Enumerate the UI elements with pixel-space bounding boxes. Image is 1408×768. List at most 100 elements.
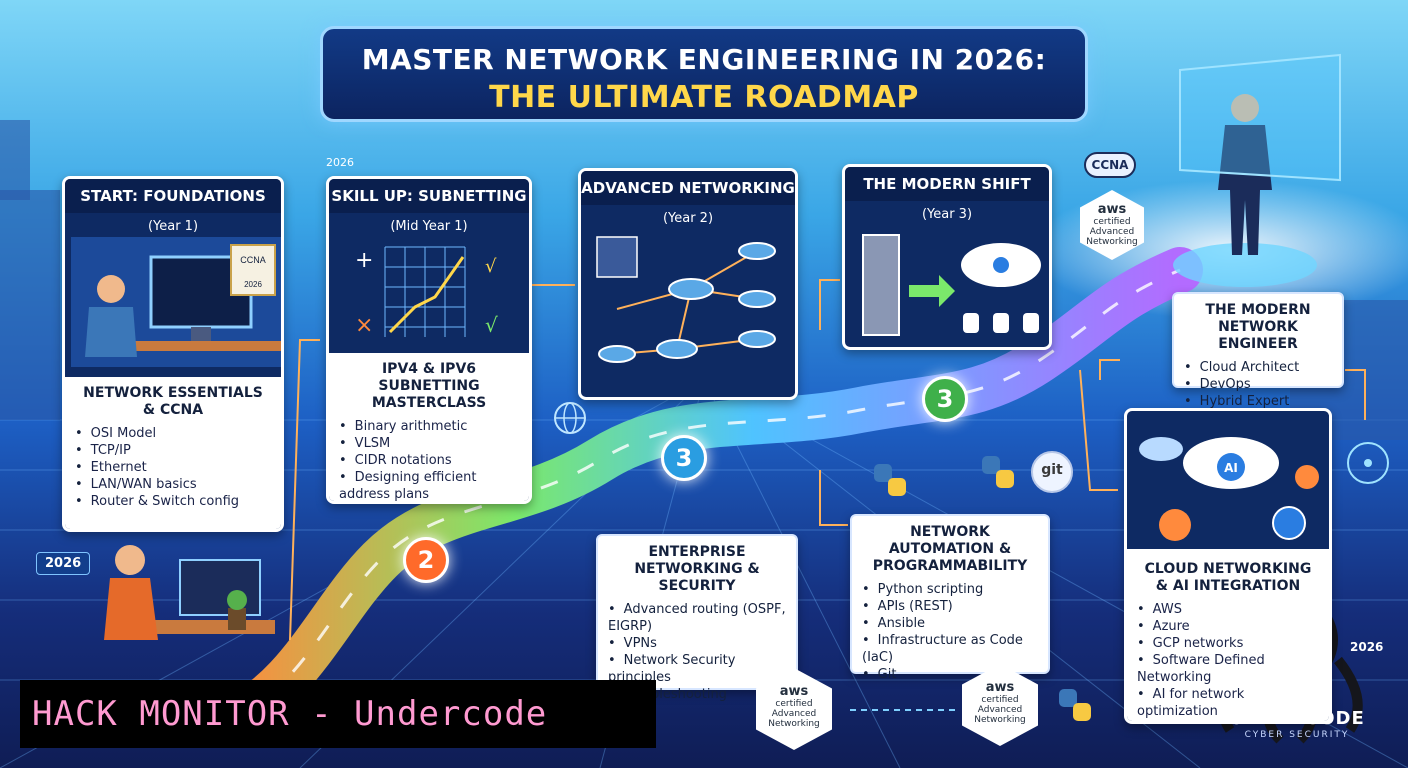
list-item: Ansible — [862, 615, 1038, 632]
card-modern-shift: THE MODERN SHIFT (Year 3) — [842, 164, 1052, 350]
panel-enterprise-list: Advanced routing (OSPF, EIGRP) VPNs Netw… — [608, 601, 786, 703]
card-foundations-heading: NETWORK ESSENTIALS & CCNA — [83, 385, 263, 418]
list-item: Hybrid Expert — [1184, 393, 1332, 410]
svg-text:+: + — [355, 248, 373, 273]
list-item: VPNs — [608, 635, 786, 652]
python-icon-2 — [982, 456, 1014, 488]
card-subnetting-list: Binary arithmetic VLSM CIDR notations De… — [339, 418, 519, 501]
router-icon — [668, 278, 714, 300]
panel-enterprise: ENTERPRISE NETWORKING & SECURITY Advance… — [596, 534, 798, 702]
list-item: AWS — [1137, 601, 1319, 618]
gear-small-icon — [1295, 465, 1319, 489]
list-item: OSI Model — [75, 425, 271, 442]
title-line-1: MASTER NETWORK ENGINEERING IN 2026: — [361, 43, 1047, 76]
panel-automation: NETWORK AUTOMATION & PROGRAMMABILITY Pyt… — [850, 514, 1050, 682]
undercode-logo-text: UNDERCODE — [1229, 708, 1365, 729]
list-item: Software Defined Networking — [1137, 652, 1319, 686]
connector-lines — [289, 279, 1366, 641]
list-item: CIDR notations — [339, 452, 519, 469]
panel-modern-engineer: THE MODERN NETWORK ENGINEER Cloud Archit… — [1172, 292, 1344, 409]
panel-automation-list: Python scripting APIs (REST) Ansible Inf… — [862, 581, 1038, 683]
cloud-migration-illustration — [851, 225, 1049, 345]
list-item: Binary arithmetic — [339, 418, 519, 435]
subnet-grid-illustration: + × √ √ — [335, 237, 529, 347]
milestone-2: 2 — [403, 537, 449, 583]
svg-text:×: × — [355, 313, 373, 338]
list-item: Cloud Architect — [1184, 359, 1332, 376]
router-topology-illustration — [587, 229, 795, 393]
card-cloud-body: CLOUD NETWORKING & AI INTEGRATION AWS Az… — [1127, 549, 1329, 721]
network-hex-icon — [1347, 442, 1389, 484]
card-subnetting-heading: IPV4 & IPV6 SUBNETTING MASTERCLASS — [371, 361, 487, 411]
card-cloud-ai: AI CLOUD NETWORKING & AI INTEGRATION AWS… — [1124, 408, 1332, 724]
list-item: Infrastructure as Code (IaC) — [862, 632, 1038, 666]
git-label: git — [1041, 462, 1063, 478]
gear-icon — [1159, 509, 1191, 541]
ccna-cert-text: CCNA — [240, 255, 266, 265]
aws-word: aws — [1097, 202, 1127, 217]
card-modern-shift-year: (Year 3) — [921, 207, 973, 222]
list-item: Ethernet — [75, 459, 271, 476]
list-item: DevOps — [1184, 376, 1332, 393]
hologram-screen — [1179, 53, 1341, 182]
milestone-3b: 3 — [922, 376, 968, 422]
card-advanced-header: ADVANCED NETWORKING — [581, 171, 795, 205]
panel-engineer-list: Cloud Architect DevOps Hybrid Expert — [1184, 359, 1332, 410]
list-item: TCP/IP — [75, 442, 271, 459]
watermark-banner: HACK MONITOR - Undercode — [20, 680, 656, 748]
year-tag: 2026 — [36, 552, 91, 575]
aws-specialty: Advanced Networking — [974, 705, 1026, 725]
roadmap-path-dashes — [229, 268, 1181, 722]
aws-badge: aws certified Advanced Networking — [756, 668, 832, 750]
card-modern-shift-header: THE MODERN SHIFT — [845, 167, 1049, 201]
ai-chip-label: AI — [1224, 461, 1238, 475]
list-item: GCP networks — [1137, 635, 1319, 652]
globe-icon — [554, 402, 586, 434]
svg-text:√: √ — [485, 313, 498, 337]
aws-specialty: Advanced Networking — [1086, 227, 1138, 247]
ccna-small-badge: CCNA — [1084, 152, 1136, 178]
card-advanced: ADVANCED NETWORKING (Year 2) — [578, 168, 798, 400]
card-foundations-header: START: FOUNDATIONS — [65, 179, 281, 213]
card-foundations-list: OSI Model TCP/IP Ethernet LAN/WAN basics… — [75, 425, 271, 510]
list-item: Designing efficient address plans — [339, 469, 519, 501]
python-icon-3 — [1059, 689, 1091, 721]
card-subnetting-body: IPV4 & IPV6 SUBNETTING MASTERCLASS Binar… — [329, 353, 529, 501]
aws-certified: certified — [1093, 217, 1131, 227]
aws-word: aws — [985, 680, 1015, 695]
ai-gear-icon — [1272, 506, 1306, 540]
cloud-ai-illustration: AI — [1131, 415, 1329, 551]
milestone-3: 3 — [661, 435, 707, 481]
card-foundations-body: NETWORK ESSENTIALS & CCNA OSI Model TCP/… — [65, 377, 281, 529]
desk-illustration: CCNA 2026 — [71, 237, 281, 367]
card-subnetting-year: (Mid Year 1) — [390, 219, 468, 234]
title-banner: MASTER NETWORK ENGINEERING IN 2026: THE … — [320, 26, 1088, 122]
ccna-cert-year: 2026 — [244, 280, 262, 289]
list-item: Azure — [1137, 618, 1319, 635]
svg-text:√: √ — [485, 256, 497, 277]
aws-specialty: Advanced Networking — [768, 709, 820, 729]
server-rack-icon — [862, 234, 900, 336]
ccna-certificate-icon — [230, 244, 276, 296]
engineer-platform — [1173, 243, 1317, 287]
title-line-2: THE ULTIMATE ROADMAP — [489, 80, 919, 115]
list-item: VLSM — [339, 435, 519, 452]
card-cloud-list: AWS Azure GCP networks Software Defined … — [1137, 601, 1319, 720]
list-item: Python scripting — [862, 581, 1038, 598]
card-advanced-year: (Year 2) — [662, 211, 714, 226]
panel-enterprise-heading: ENTERPRISE NETWORKING & SECURITY — [634, 544, 760, 594]
aws-word: aws — [779, 684, 809, 699]
list-item: LAN/WAN basics — [75, 476, 271, 493]
year-tag-small: 2026 — [326, 156, 354, 169]
undercode-logo-sub: CYBER SECURITY — [1244, 730, 1350, 740]
list-item: APIs (REST) — [862, 598, 1038, 615]
card-subnetting-header: SKILL UP: SUBNETTING — [329, 179, 529, 213]
engineer-figure — [1218, 94, 1272, 255]
server-icon — [596, 236, 638, 278]
list-item: Git — [862, 666, 1038, 683]
panel-automation-heading: NETWORK AUTOMATION & PROGRAMMABILITY — [872, 524, 1028, 574]
list-item: AI for network optimization — [1137, 686, 1319, 720]
person-at-desk-icon — [104, 545, 275, 640]
list-item: Advanced routing (OSPF, EIGRP) — [608, 601, 786, 635]
git-icon — [1031, 451, 1073, 493]
